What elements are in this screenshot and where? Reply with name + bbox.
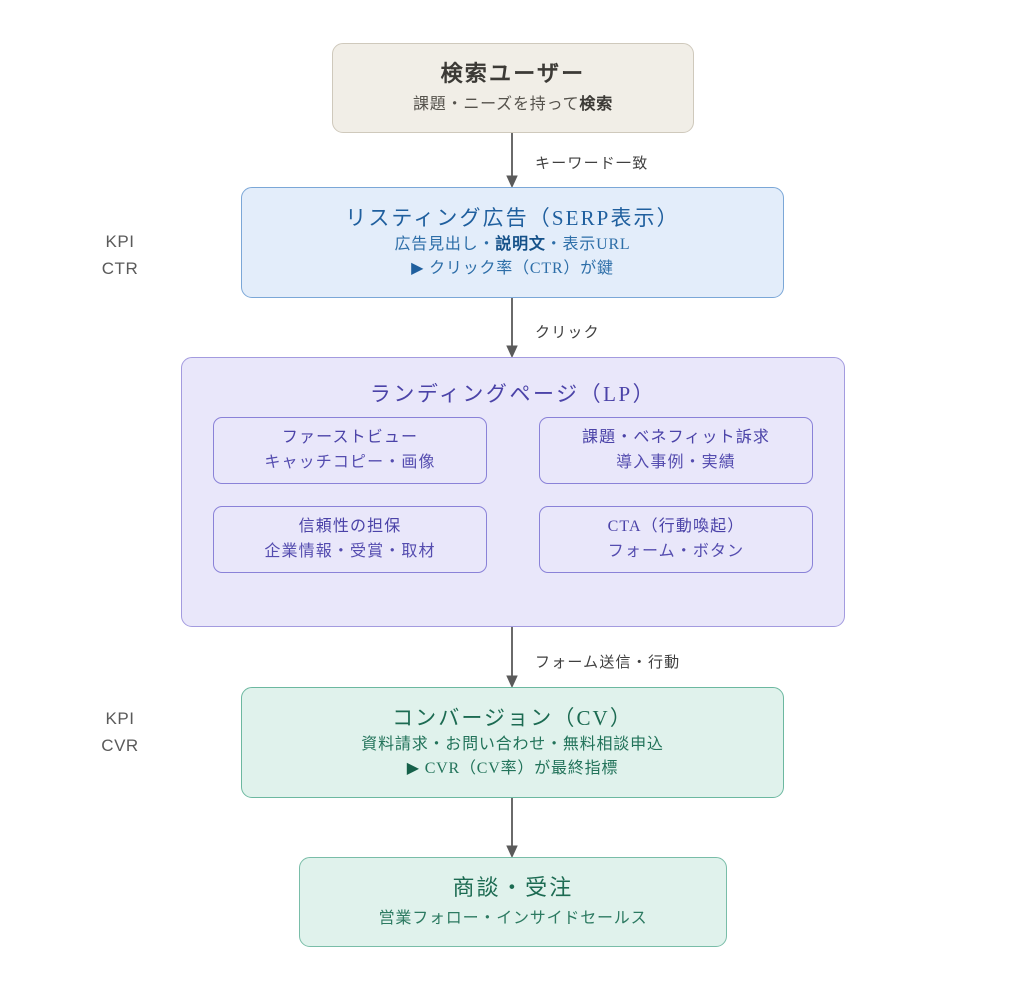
node-search-user[interactable]: 検索ユーザー 課題・ニーズを持って検索 [332,43,694,133]
lp-card-benefit-appeal-line2: 導入事例・実績 [616,453,736,471]
edge-label-keyword-match: キーワード一致 [535,156,649,172]
kpi-cvr-line1: KPI [105,709,135,728]
node-deal-order-subtitle: 営業フォロー・インサイドセールス [378,909,648,927]
node-conversion[interactable]: コンバージョン（CV） 資料請求・お問い合わせ・無料相談申込 ▶ CVR（CV率… [241,687,784,798]
node-search-user-subtitle: 課題・ニーズを持って検索 [412,95,613,113]
kpi-ctr-line1: KPI [105,232,135,251]
edge-label-form-submit: フォーム送信・行動 [535,655,681,671]
node-conversion-line3: ▶ CVR（CV率）が最終指標 [406,759,619,777]
lp-card-first-view-line1: ファーストビュー [281,428,419,446]
triangle-marker-icon: ▶ [411,259,425,277]
node-deal-order-title: 商談・受注 [452,875,574,901]
node-listing-ad-line2: 広告見出し・説明文・表示URL [394,235,631,253]
landing-page-card-grid: ファーストビュー キャッチコピー・画像 課題・ベネフィット訴求 導入事例・実績 … [213,417,813,573]
lp-card-benefit-appeal[interactable]: 課題・ベネフィット訴求 導入事例・実績 [539,417,813,484]
node-conversion-title: コンバージョン（CV） [392,706,633,731]
lp-card-first-view[interactable]: ファーストビュー キャッチコピー・画像 [213,417,487,484]
lp-card-trust-line1: 信頼性の担保 [298,517,402,535]
lp-card-trust[interactable]: 信頼性の担保 企業情報・受賞・取材 [213,506,487,573]
node-search-user-title: 検索ユーザー [440,61,586,87]
node-conversion-line2: 資料請求・お問い合わせ・無料相談申込 [361,735,664,753]
kpi-cvr-line2: CVR [101,736,139,756]
lp-card-trust-line2: 企業情報・受賞・取材 [264,542,436,560]
node-deal-order[interactable]: 商談・受注 営業フォロー・インサイドセールス [299,857,727,947]
kpi-ctr-line2: CTR [101,259,139,279]
lp-card-cta-line1: CTA（行動喚起） [607,517,745,535]
lp-card-cta[interactable]: CTA（行動喚起） フォーム・ボタン [539,506,813,573]
lp-card-cta-line2: フォーム・ボタン [607,542,745,560]
kpi-label-cvr: KPI CVR [65,705,175,759]
node-landing-page-title: ランディングページ（LP） [369,382,657,406]
node-listing-ad-title: リスティング広告（SERP表示） [345,206,680,231]
kpi-label-ctr: KPI CTR [65,228,175,282]
edge-label-click: クリック [535,325,600,341]
node-landing-page[interactable]: ランディングページ（LP） ファーストビュー キャッチコピー・画像 課題・ベネフ… [181,357,845,627]
lp-card-first-view-line2: キャッチコピー・画像 [264,453,436,471]
node-listing-ad-line3: ▶ クリック率（CTR）が鍵 [411,259,614,277]
triangle-marker-icon: ▶ [406,759,420,777]
lp-card-benefit-appeal-line1: 課題・ベネフィット訴求 [581,428,770,446]
node-listing-ad[interactable]: リスティング広告（SERP表示） 広告見出し・説明文・表示URL ▶ クリック率… [241,187,784,298]
